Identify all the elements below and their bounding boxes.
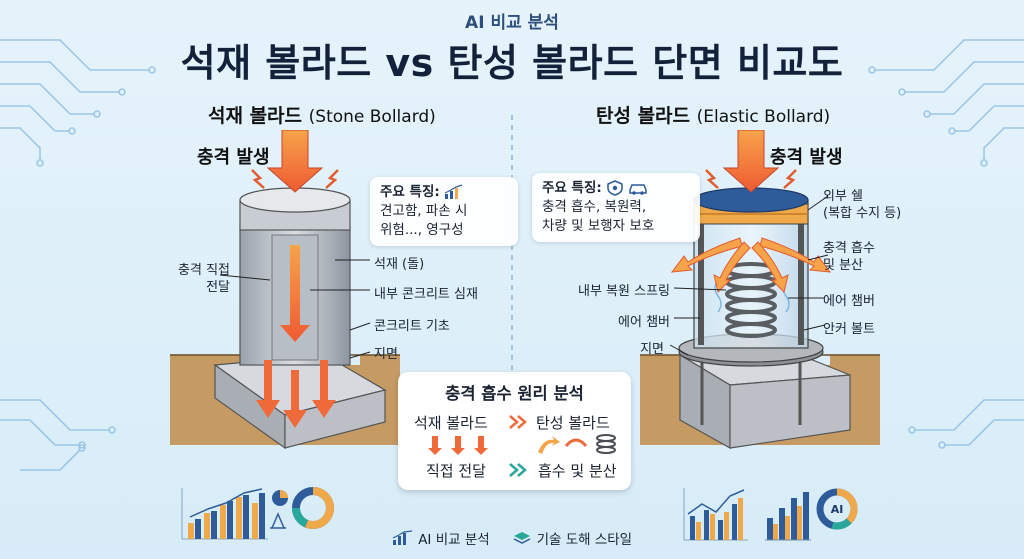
principle-stone-label: 석재 볼라드 [414,414,488,432]
stone-ground-label: 지면 [374,347,398,362]
elastic-feature-line2: 차량 및 보행자 보호 [542,218,655,234]
stone-features-title: 주요 특징: [380,184,440,200]
elastic-features-box: 주요 특징: 충격 흡수, 복원력, 차량 및 보행자 보호 [532,173,700,242]
elastic-feature-line1: 충격 흡수, 복원력, [542,199,647,215]
stone-direct-arrow [280,245,310,342]
stone-title-ko: 석재 볼라드 [208,105,303,127]
elastic-absorb-line2: 및 분산 [823,258,864,273]
double-chevron-icon [509,415,527,429]
elastic-section-title: 탄성 볼라드 (Elastic Bollard) [596,101,830,128]
elastic-spring [725,262,777,338]
circuit-decoration-right [868,39,1024,449]
double-chevron-icon [509,463,527,477]
elastic-shell-label: 외부 쉘 (복합 수지 등) [823,188,901,222]
elastic-impact-arrow [722,130,780,193]
elastic-spring-label: 내부 복원 스프링 [578,284,670,299]
stone-direct-label: 충격 직접 전달 [150,262,230,296]
stone-features-box: 주요 특징: 견고함, 파손 시 위험..., 영구성 [370,177,518,246]
chart-icon [392,530,412,545]
stone-impact-label: 충격 발생 [197,147,270,168]
principle-box: 충격 흡수 원리 분석 석재 볼라드 탄성 볼라드 직접 전달 흡수 및 분산 [398,372,631,490]
elastic-title-en: (Elastic Bollard) [696,107,831,127]
stone-foundation-label: 콘크리트 기초 [374,319,450,334]
stone-direct-line2: 전달 [206,280,230,295]
decor-donut-left [292,487,334,529]
stone-feature-line1: 견고함, 파손 시 [380,203,468,219]
shield-icon [607,180,623,196]
circuit-decoration-left [0,39,156,471]
elastic-title-ko: 탄성 볼라드 [596,105,691,127]
decor-compass-icon [270,512,286,529]
decor-bar-chart-right [765,492,811,541]
footer-left-text: AI 비교 분석 [418,532,490,548]
footer: AI 비교 분석 기술 도해 스타일 [0,528,1024,548]
stone-core-label: 내부 콘크리트 심재 [374,287,478,302]
dispersion-spring-icon [538,434,616,454]
principle-title: 충격 흡수 원리 분석 [445,384,584,403]
decor-line-chart-right [683,488,748,541]
decor-bar-chart-left [181,488,268,540]
stone-section-title: 석재 볼라드 (Stone Bollard) [208,101,436,128]
elastic-air-chamber-left-label: 에어 챔버 [618,315,670,330]
elastic-air-chamber-right-label: 에어 챔버 [823,294,875,309]
stone-feature-line2: 위험..., 영구성 [380,222,464,238]
elastic-bollard-diagram [640,130,880,450]
stone-title-en: (Stone Bollard) [308,107,436,127]
elastic-absorb-label: 충격 흡수 및 분산 [823,240,875,274]
elastic-anchor-label: 안커 볼트 [823,322,875,337]
principle-elastic-label: 탄성 볼라드 [536,414,610,432]
principle-absorb-label: 흡수 및 분산 [538,462,617,480]
elastic-ground-label: 지면 [640,342,664,357]
decor-donut-right: AI [816,488,858,530]
layers-icon [513,532,531,544]
decor-pie-icon [272,490,288,506]
elastic-impact-label: 충격 발생 [770,147,843,168]
car-icon [629,184,648,195]
stone-direct-line1: 충격 직접 [178,263,230,278]
elastic-shell-line1: 외부 쉘 [823,189,864,204]
stone-bollard-diagram [170,130,400,450]
stone-material-label: 석재 (돌) [374,257,425,272]
down-arrows-icon [428,436,488,455]
elastic-features-title: 주요 특징: [542,180,602,196]
elastic-absorb-line1: 충격 흡수 [823,241,875,256]
footer-right-text: 기술 도해 스타일 [536,532,633,548]
chart-icon [444,184,463,199]
page-title: 석재 볼라드 vs 탄성 볼라드 단면 비교도 [180,41,844,85]
elastic-dispersion-arrow-right [759,237,832,273]
decor-donut-right-label: AI [831,503,844,516]
elastic-dispersion-arrow-left [670,237,743,273]
principle-direct-label: 직접 전달 [426,462,486,480]
elastic-shell-line2: (복합 수지 등) [823,206,902,221]
stone-impact-arrow [266,130,324,193]
header-subtitle: AI 비교 분석 [465,13,559,33]
